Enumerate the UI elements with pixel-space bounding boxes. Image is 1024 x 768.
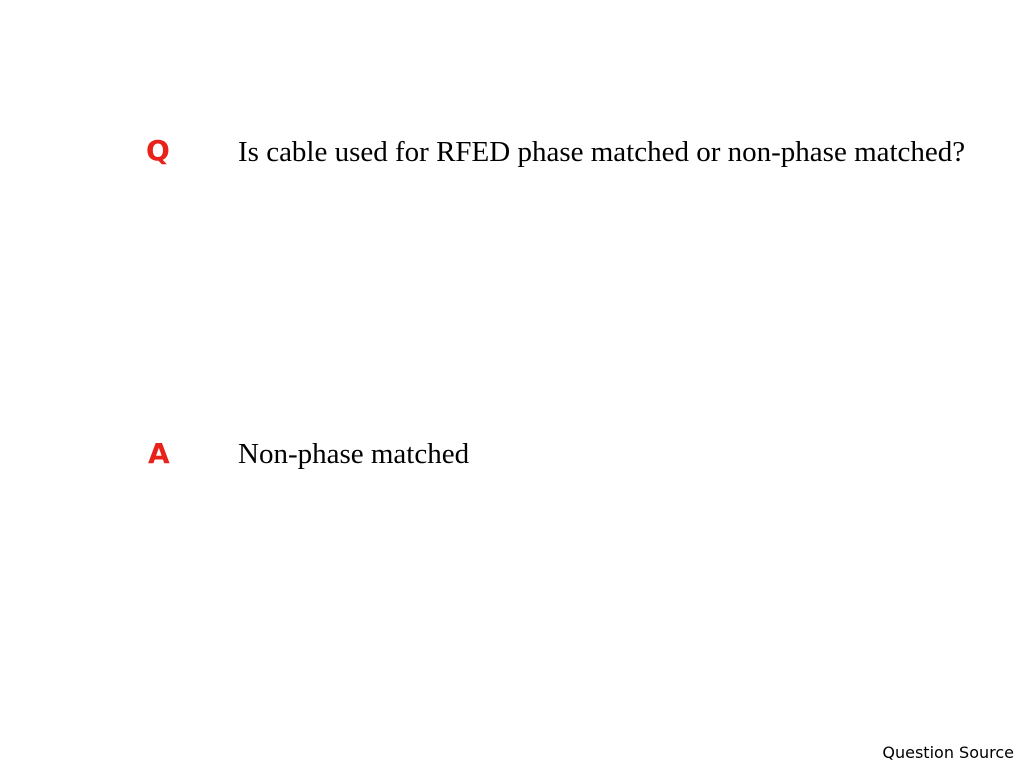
answer-text: Non-phase matched <box>238 438 470 470</box>
answer-label: A <box>148 437 170 470</box>
question-source-link[interactable]: Question Source <box>882 743 1014 762</box>
question-text: Is cable used for RFED phase matched or … <box>238 136 966 168</box>
question-label: Q <box>146 134 170 167</box>
